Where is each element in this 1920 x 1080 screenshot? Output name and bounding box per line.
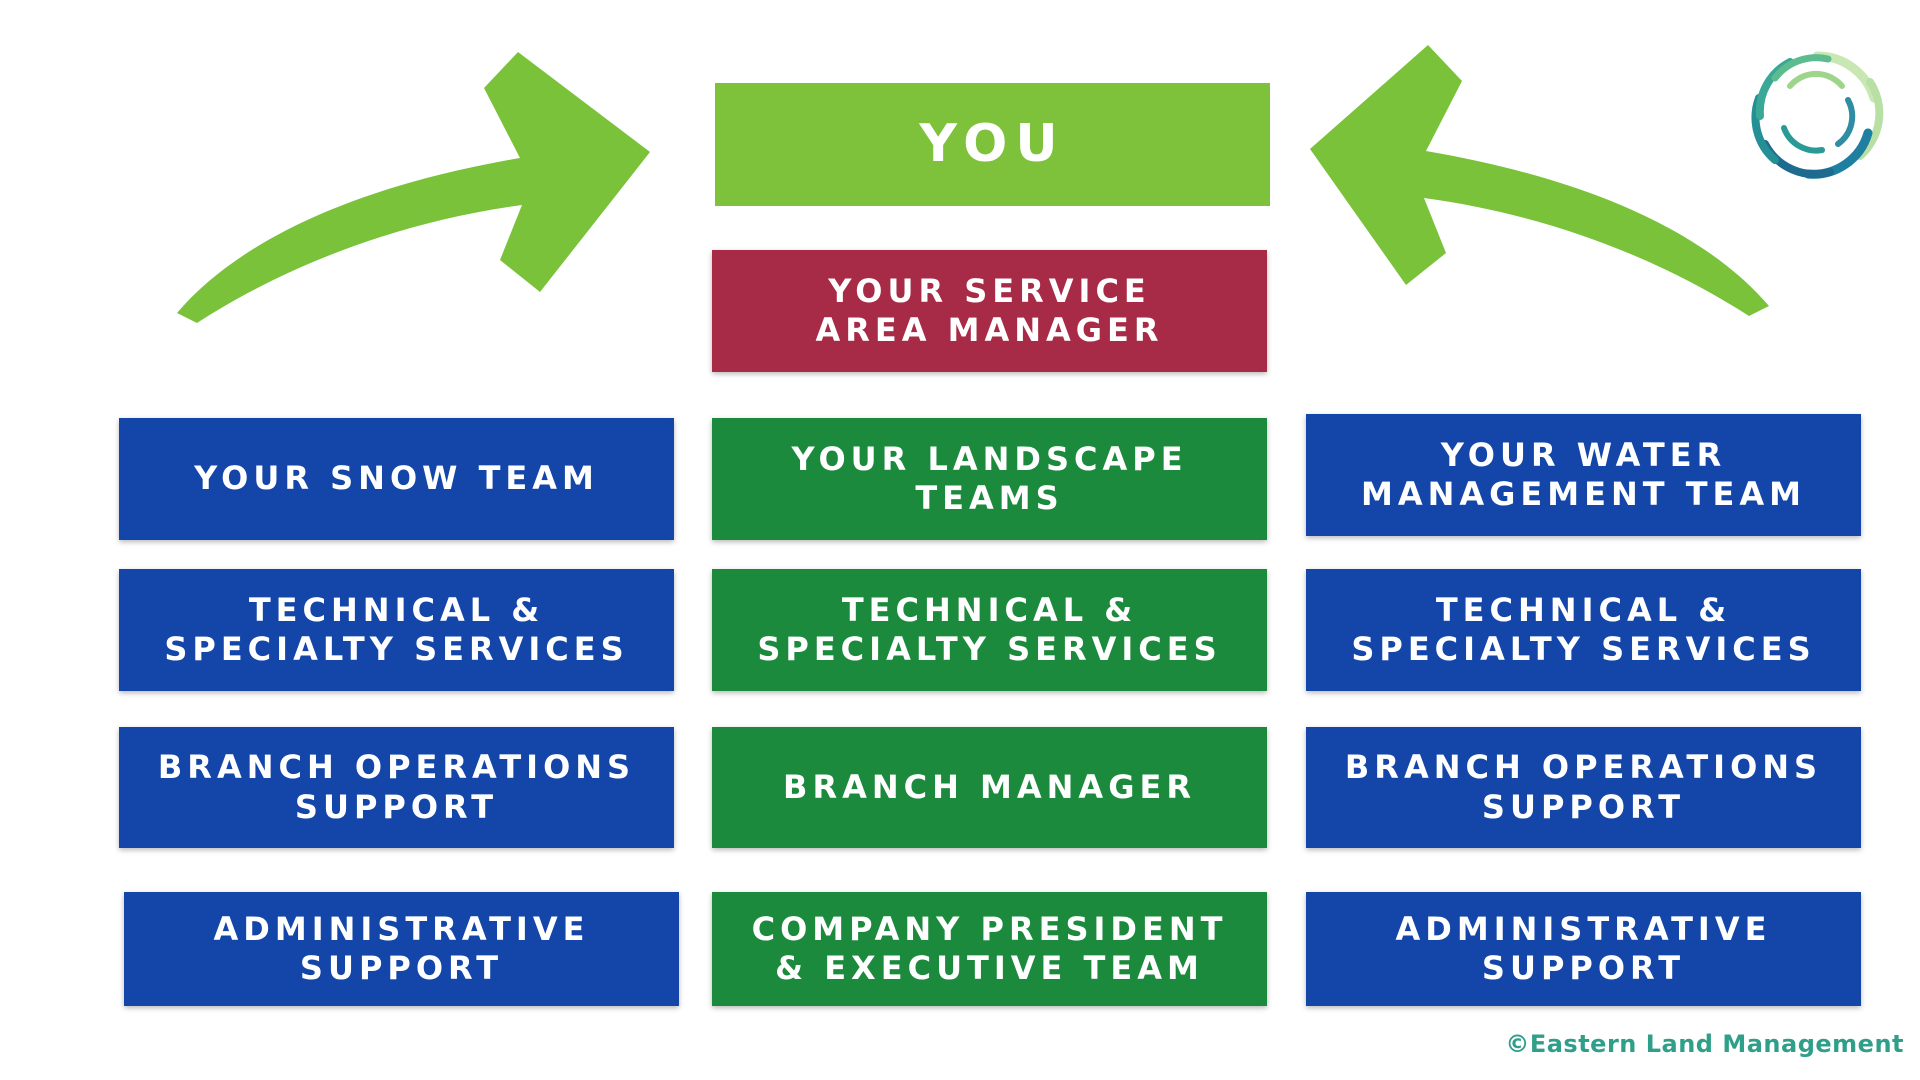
company-president-label: COMPANY PRESIDENT & EXECUTIVE TEAM	[751, 909, 1228, 987]
right-administrative-support-box: ADMINISTRATIVE SUPPORT	[1306, 892, 1861, 1006]
left-technical-services-box: TECHNICAL & SPECIALTY SERVICES	[119, 569, 674, 691]
swirl-logo-icon	[1751, 51, 1884, 179]
left-technical-services-label: TECHNICAL & SPECIALTY SERVICES	[164, 590, 629, 668]
water-management-team-box: YOUR WATER MANAGEMENT TEAM	[1306, 414, 1861, 536]
copyright-text: ©Eastern Land Management	[1505, 1030, 1904, 1058]
snow-team-label: YOUR SNOW TEAM	[194, 459, 599, 498]
landscape-teams-label: YOUR LANDSCAPE TEAMS	[791, 439, 1188, 517]
left-branch-operations-box: BRANCH OPERATIONS SUPPORT	[119, 727, 674, 848]
snow-team-box: YOUR SNOW TEAM	[119, 418, 674, 540]
right-administrative-support-label: ADMINISTRATIVE SUPPORT	[1395, 909, 1772, 987]
right-branch-operations-label: BRANCH OPERATIONS SUPPORT	[1344, 748, 1823, 826]
left-administrative-support-box: ADMINISTRATIVE SUPPORT	[124, 892, 679, 1006]
right-technical-services-label: TECHNICAL & SPECIALTY SERVICES	[1351, 590, 1816, 668]
branch-manager-label: BRANCH MANAGER	[783, 767, 1196, 806]
water-management-team-label: YOUR WATER MANAGEMENT TEAM	[1360, 435, 1807, 513]
you-box: YOU	[715, 83, 1270, 206]
middle-technical-services-box: TECHNICAL & SPECIALTY SERVICES	[712, 569, 1267, 691]
service-area-manager-box: YOUR SERVICE AREA MANAGER	[712, 250, 1267, 372]
right-branch-operations-box: BRANCH OPERATIONS SUPPORT	[1306, 727, 1861, 848]
curved-arrow-right-icon	[177, 52, 650, 323]
curved-arrow-left-icon	[1310, 45, 1769, 316]
left-branch-operations-label: BRANCH OPERATIONS SUPPORT	[157, 748, 636, 826]
middle-technical-services-label: TECHNICAL & SPECIALTY SERVICES	[757, 590, 1222, 668]
right-technical-services-box: TECHNICAL & SPECIALTY SERVICES	[1306, 569, 1861, 691]
service-area-manager-label: YOUR SERVICE AREA MANAGER	[815, 271, 1164, 349]
left-administrative-support-label: ADMINISTRATIVE SUPPORT	[213, 909, 590, 987]
landscape-teams-box: YOUR LANDSCAPE TEAMS	[712, 418, 1267, 540]
branch-manager-box: BRANCH MANAGER	[712, 727, 1267, 848]
company-president-box: COMPANY PRESIDENT & EXECUTIVE TEAM	[712, 892, 1267, 1006]
you-label: YOU	[919, 113, 1066, 174]
